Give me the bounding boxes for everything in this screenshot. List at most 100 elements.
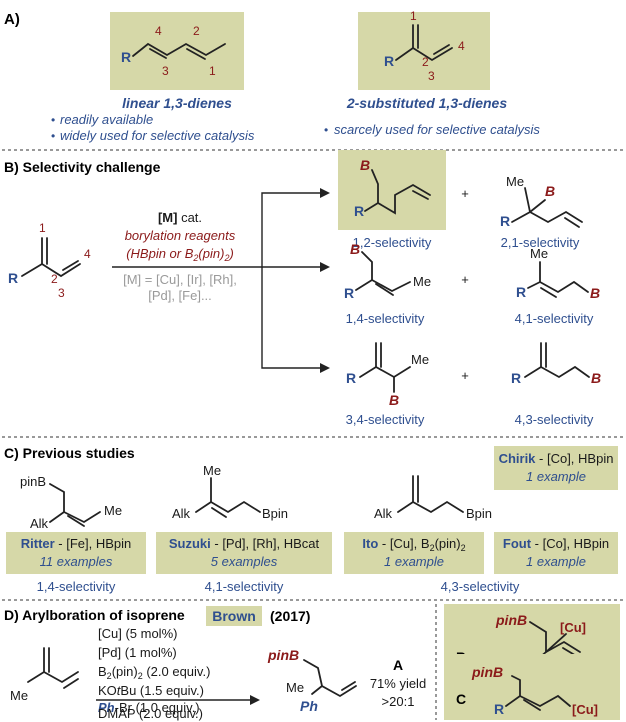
brown-box <box>206 606 262 626</box>
p14-me: Me <box>413 274 431 289</box>
b-diene-r: R <box>8 270 18 286</box>
b-num-4: 4 <box>84 247 91 261</box>
ritter-example: 11 examples <box>40 554 113 569</box>
b-metals-line2: [Pd], [Fe]... <box>148 288 212 303</box>
ritter-alk: Alk <box>30 516 49 531</box>
suzuki-alk: Alk <box>172 506 191 521</box>
ito-box <box>344 532 484 574</box>
isoprene-structure <box>27 647 79 689</box>
b-num-2: 2 <box>51 272 58 286</box>
fout-box <box>494 532 618 574</box>
label-c: C <box>456 691 466 707</box>
intermediate-c-structure <box>505 675 571 711</box>
linear-num-3: 3 <box>162 64 169 78</box>
suzuki-box <box>156 532 332 574</box>
fout-example: 1 example <box>526 554 586 569</box>
p34-b: B <box>389 392 399 408</box>
fout-text: Fout - [Co], HBpin <box>503 536 609 551</box>
p43-structure <box>524 342 590 379</box>
p14-label: 1,4-selectivity <box>346 311 425 326</box>
p12-label: 1,2-selectivity <box>353 235 432 250</box>
p43-r: R <box>511 370 521 386</box>
branched-num-1: 1 <box>410 9 417 23</box>
plus-3: + <box>461 368 469 383</box>
p21-me: Me <box>506 174 524 189</box>
b-branch-arrows <box>250 188 330 373</box>
p12-r: R <box>354 203 364 219</box>
linear-r-label: R <box>121 49 131 65</box>
b-reagents-example: (HBpin or B2(pin)2) <box>126 246 234 263</box>
b-num-3: 3 <box>58 286 65 300</box>
p34-structure <box>359 342 411 393</box>
chirik-box <box>494 446 618 490</box>
ratio-a: >20:1 <box>382 694 415 709</box>
d-cond-kotbu: KOtBu (1.5 equiv.) <box>98 683 204 698</box>
linear-bullet-2: widely used for selective catalysis <box>60 128 255 143</box>
branched-num-4: 4 <box>458 39 465 53</box>
chirik-text: Chirik - [Co], HBpin <box>499 451 614 466</box>
suzuki-structure <box>195 477 261 518</box>
product-a-ph: Ph <box>300 698 318 714</box>
product-a-structure <box>303 659 357 698</box>
chirik-example: 1 example <box>526 469 586 484</box>
brown-year: (2017) <box>270 608 310 624</box>
plus-1: + <box>461 186 469 201</box>
section-d-heading: D) Arylboration of isoprene <box>4 607 185 623</box>
p34-label: 3,4-selectivity <box>346 412 425 427</box>
linear-num-2: 2 <box>193 24 200 38</box>
ritter-pinb: pinB <box>20 474 46 489</box>
branched-num-2: 2 <box>422 55 429 69</box>
intermediate-c-r: R <box>494 701 504 717</box>
d-cond-phbr: Ph-Br (1.0 equiv.) <box>98 700 200 715</box>
yield-a: 71% yield <box>370 676 426 691</box>
brown-author: Brown <box>212 608 256 624</box>
intermediate-c-pinb: pinB <box>471 664 503 680</box>
label-a: A <box>393 657 403 673</box>
ritter-me: Me <box>104 503 122 518</box>
p41-label: 4,1-selectivity <box>515 311 594 326</box>
suzuki-me: Me <box>203 463 221 478</box>
b-diene-structure <box>21 237 81 278</box>
d-cond-b2pin2: B2(pin)2 (2.0 equiv.) <box>98 664 210 681</box>
branched-diene-structure <box>395 24 453 62</box>
c-sel-14: 1,4-selectivity <box>37 579 116 594</box>
b-reagents: borylation reagents <box>125 228 236 243</box>
p12-structure <box>364 169 431 215</box>
p34-r: R <box>346 370 356 386</box>
bullet-1: • <box>51 113 55 127</box>
p43-b: B <box>591 370 601 386</box>
p41-r: R <box>516 284 526 300</box>
bullet-3: • <box>324 123 328 137</box>
p43-label: 4,3-selectivity <box>515 412 594 427</box>
ritter-box <box>6 532 146 574</box>
b-metal-cat: [M] cat. <box>158 210 202 225</box>
branched-bullet-1: scarcely used for selective catalysis <box>334 122 540 137</box>
branched-num-3: 3 <box>428 69 435 83</box>
p14-r: R <box>344 285 354 301</box>
d-cond-dmap: DMAP (2.0 equiv.) <box>98 706 203 721</box>
suzuki-example: 5 examples <box>211 554 278 569</box>
p21-label: 2,1-selectivity <box>501 235 580 250</box>
p14-b: B <box>350 241 360 257</box>
section-b-heading: B) Selectivity challenge <box>4 159 161 175</box>
p41-b: B <box>590 285 600 301</box>
linear-diene-box <box>110 12 244 90</box>
ritter-text: Ritter - [Fe], HBpin <box>21 536 132 551</box>
ritter-structure <box>49 483 101 527</box>
plus-2: + <box>461 272 469 287</box>
d-arrow-head <box>250 695 260 705</box>
linear-num-1: 1 <box>209 64 216 78</box>
ito-example: 1 example <box>384 554 444 569</box>
ito-text: Ito - [Cu], B2(pin)2 <box>362 536 465 553</box>
linear-num-4: 4 <box>155 24 162 38</box>
p12-b: B <box>360 157 370 173</box>
p41-structure <box>527 261 589 298</box>
bullet-2: • <box>51 129 55 143</box>
ito-bpin: Bpin <box>466 506 492 521</box>
d-cond-pd: [Pd] (1 mol%) <box>98 645 177 660</box>
branched-r-label: R <box>384 53 394 69</box>
b-metals-line1: [M] = [Cu], [Ir], [Rh], <box>123 272 237 287</box>
isoprene-me: Me <box>10 688 28 703</box>
suzuki-text: Suzuki - [Pd], [Rh], HBcat <box>169 536 320 551</box>
